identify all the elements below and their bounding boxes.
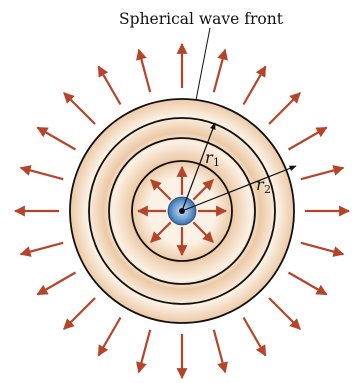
outer-wave-arrow (21, 243, 64, 254)
outer-wave-arrow (99, 66, 121, 104)
outer-wave-arrow (269, 298, 300, 329)
outer-wave-arrow (289, 128, 327, 150)
outer-wave-arrow (289, 273, 327, 295)
callout-leader-line (196, 28, 210, 100)
outer-wave-arrow (139, 50, 150, 92)
outer-wave-arrow (64, 93, 95, 124)
outer-wave-arrow (301, 243, 344, 254)
outer-wave-arrow (244, 66, 266, 104)
outer-wave-arrow (64, 298, 95, 329)
radius-r2-subscript: 2 (264, 183, 271, 196)
outer-wave-arrow (37, 273, 75, 295)
outer-wave-arrow (37, 128, 75, 150)
outer-wave-arrow (269, 93, 300, 124)
radius-r1-subscript: 1 (213, 156, 220, 169)
outer-wave-arrow (21, 168, 64, 179)
outer-wave-arrow (244, 318, 266, 356)
outer-wave-arrow (301, 168, 344, 179)
outer-wave-arrow (139, 330, 150, 373)
outer-wave-arrow (214, 50, 225, 92)
outer-wave-arrow (214, 330, 225, 373)
outer-wave-arrow (99, 318, 121, 356)
callout-label: Spherical wave front (119, 10, 284, 28)
